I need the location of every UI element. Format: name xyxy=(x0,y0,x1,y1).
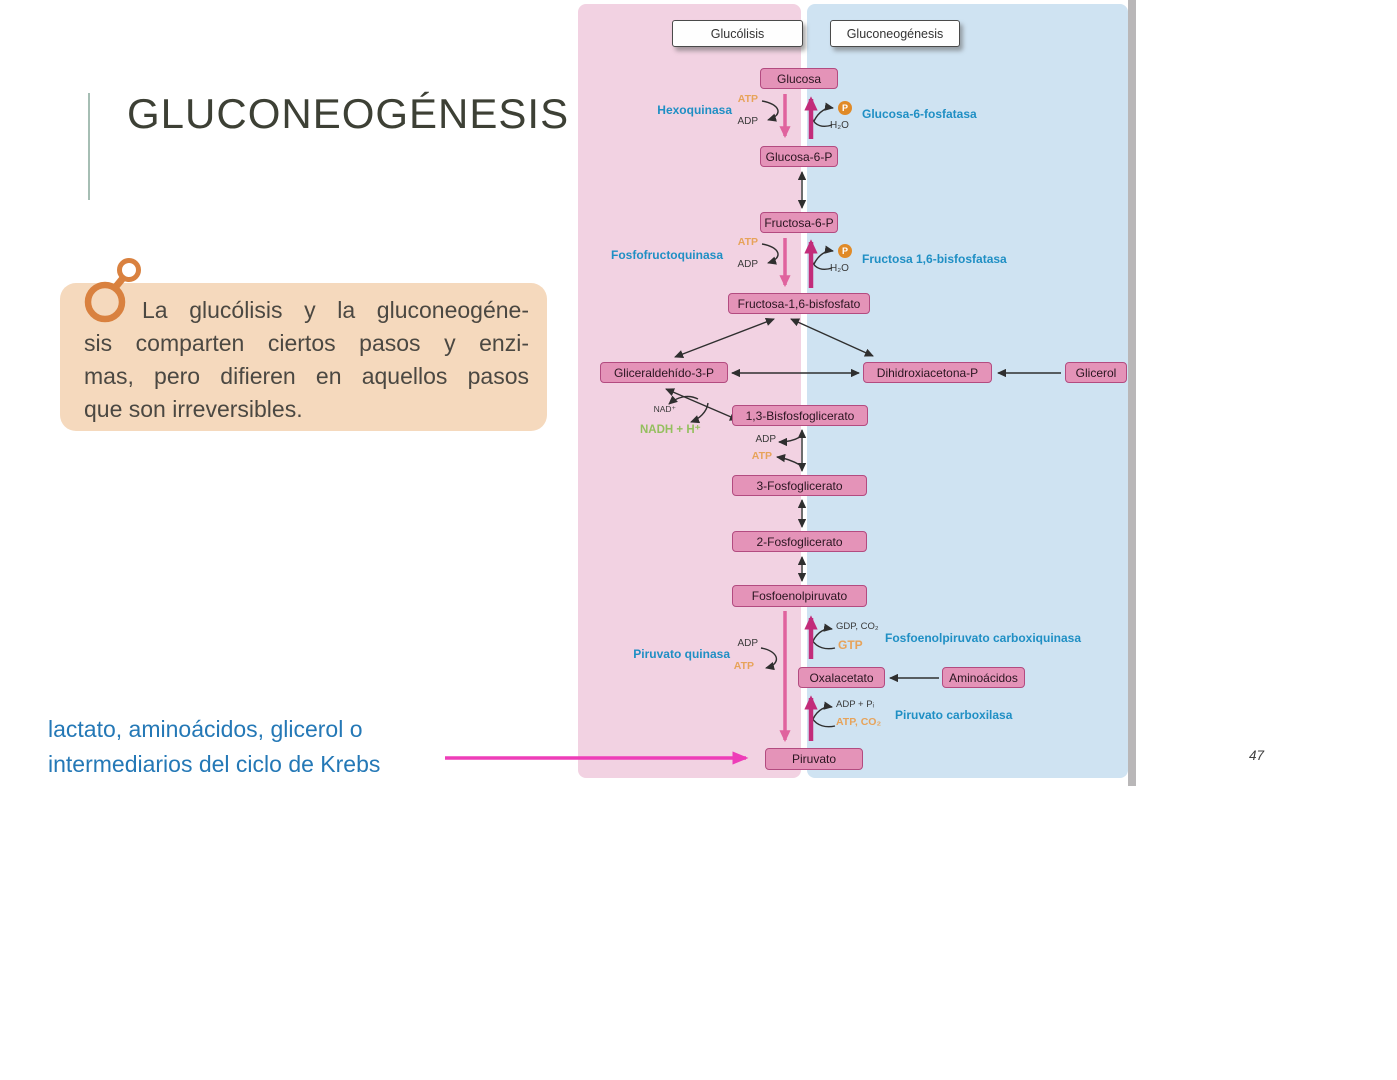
enzyme-fosfofructoquinasa: Fosfofructoquinasa xyxy=(610,248,723,262)
metabolite-3-fosfoglicerato: 3-Fosfoglicerato xyxy=(732,475,867,496)
title-accent-line xyxy=(88,93,90,200)
phosphate-icon-f16bpasa: P xyxy=(838,244,852,258)
enzyme-piruvato-quinasa: Piruvato quinasa xyxy=(633,647,730,661)
enzyme-hexoquinasa: Hexoquinasa xyxy=(657,103,732,117)
cofactor-adp-pfk: ADP xyxy=(737,259,758,270)
page-number: 47 xyxy=(1249,748,1265,763)
metabolite-piruvato: Piruvato xyxy=(765,748,863,770)
cofactor-atp-co2: ATP, CO₂ xyxy=(836,716,882,728)
cofactor-gdp-co2: GDP, CO₂ xyxy=(836,621,879,632)
enzyme-fructosa-16-bisfosfatasa: Fructosa 1,6-bisfosfatasa xyxy=(862,252,1007,266)
cofactor-adp-pi: ADP + Pᵢ xyxy=(836,699,875,710)
enzyme-piruvato-carboxilasa: Piruvato carboxilasa xyxy=(895,708,1013,722)
metabolite-glucosa-6-p: Glucosa-6-P xyxy=(760,146,838,167)
cofactor-adp-hexoquinasa: ADP xyxy=(737,116,758,127)
cofactor-adp-pk: ADP xyxy=(737,638,758,649)
callout-text: La glucólisis y la gluconeogéne-sis comp… xyxy=(84,297,529,422)
metabolite-fructosa-6-p: Fructosa-6-P xyxy=(760,212,838,233)
glycolysis-panel xyxy=(578,4,801,778)
enzyme-glucosa-6-fosfatasa: Glucosa-6-fosfatasa xyxy=(862,107,977,121)
metabolite-dihidroxiacetona-p: Dihidroxiacetona-P xyxy=(863,362,992,383)
cofactor-atp-pfk: ATP xyxy=(737,236,758,248)
cofactor-gtp: GTP xyxy=(838,638,863,652)
enzyme-pep-carboxiquinasa: Fosfoenolpiruvato carboxiquinasa xyxy=(885,631,1082,645)
pathway-diagram: Glucólisis Gluconeogénesis Glucosa Gluco… xyxy=(578,0,1136,786)
page-title: GLUCONEOGÉNESIS xyxy=(127,90,570,137)
header-glucolisis: Glucólisis xyxy=(672,20,803,47)
callout-box: La glucólisis y la gluconeogéne-sis comp… xyxy=(60,283,547,431)
metabolite-2-fosfoglicerato: 2-Fosfoglicerato xyxy=(732,531,867,552)
cofactor-atp-pk: ATP xyxy=(733,660,754,672)
metabolite-aminoacidos: Aminoácidos xyxy=(942,667,1025,688)
cofactor-nadh: NADH + H⁺ xyxy=(640,424,701,436)
metabolite-gliceraldehido-3-p: Gliceraldehído-3-P xyxy=(600,362,728,383)
metabolite-oxalacetato: Oxalacetato xyxy=(798,667,885,688)
cofactor-adp-bpg: ADP xyxy=(755,434,776,445)
cofactor-atp-hexoquinasa: ATP xyxy=(737,93,758,105)
metabolite-fructosa-16-bisfosfato: Fructosa-1,6-bisfosfato xyxy=(728,293,870,314)
metabolite-13-bisfosfoglicerato: 1,3-Bisfosfoglicerato xyxy=(732,405,868,426)
gluconeogenesis-panel xyxy=(807,4,1128,778)
phosphate-icon-g6pasa: P xyxy=(838,101,852,115)
cofactor-nad: NAD⁺ xyxy=(653,404,676,414)
page-edge-strip xyxy=(1128,0,1136,786)
metabolite-glucosa: Glucosa xyxy=(760,68,838,89)
key-icon xyxy=(84,258,141,323)
cofactor-h2o-g6pasa: H₂O xyxy=(830,120,849,131)
cofactor-atp-bpg: ATP xyxy=(751,450,772,462)
metabolite-fosfoenolpiruvato: Fosfoenolpiruvato xyxy=(732,585,867,607)
metabolite-glicerol: Glicerol xyxy=(1065,362,1127,383)
header-gluconeogenesis: Gluconeogénesis xyxy=(830,20,960,47)
cofactor-h2o-f16bpasa: H₂O xyxy=(830,263,849,274)
